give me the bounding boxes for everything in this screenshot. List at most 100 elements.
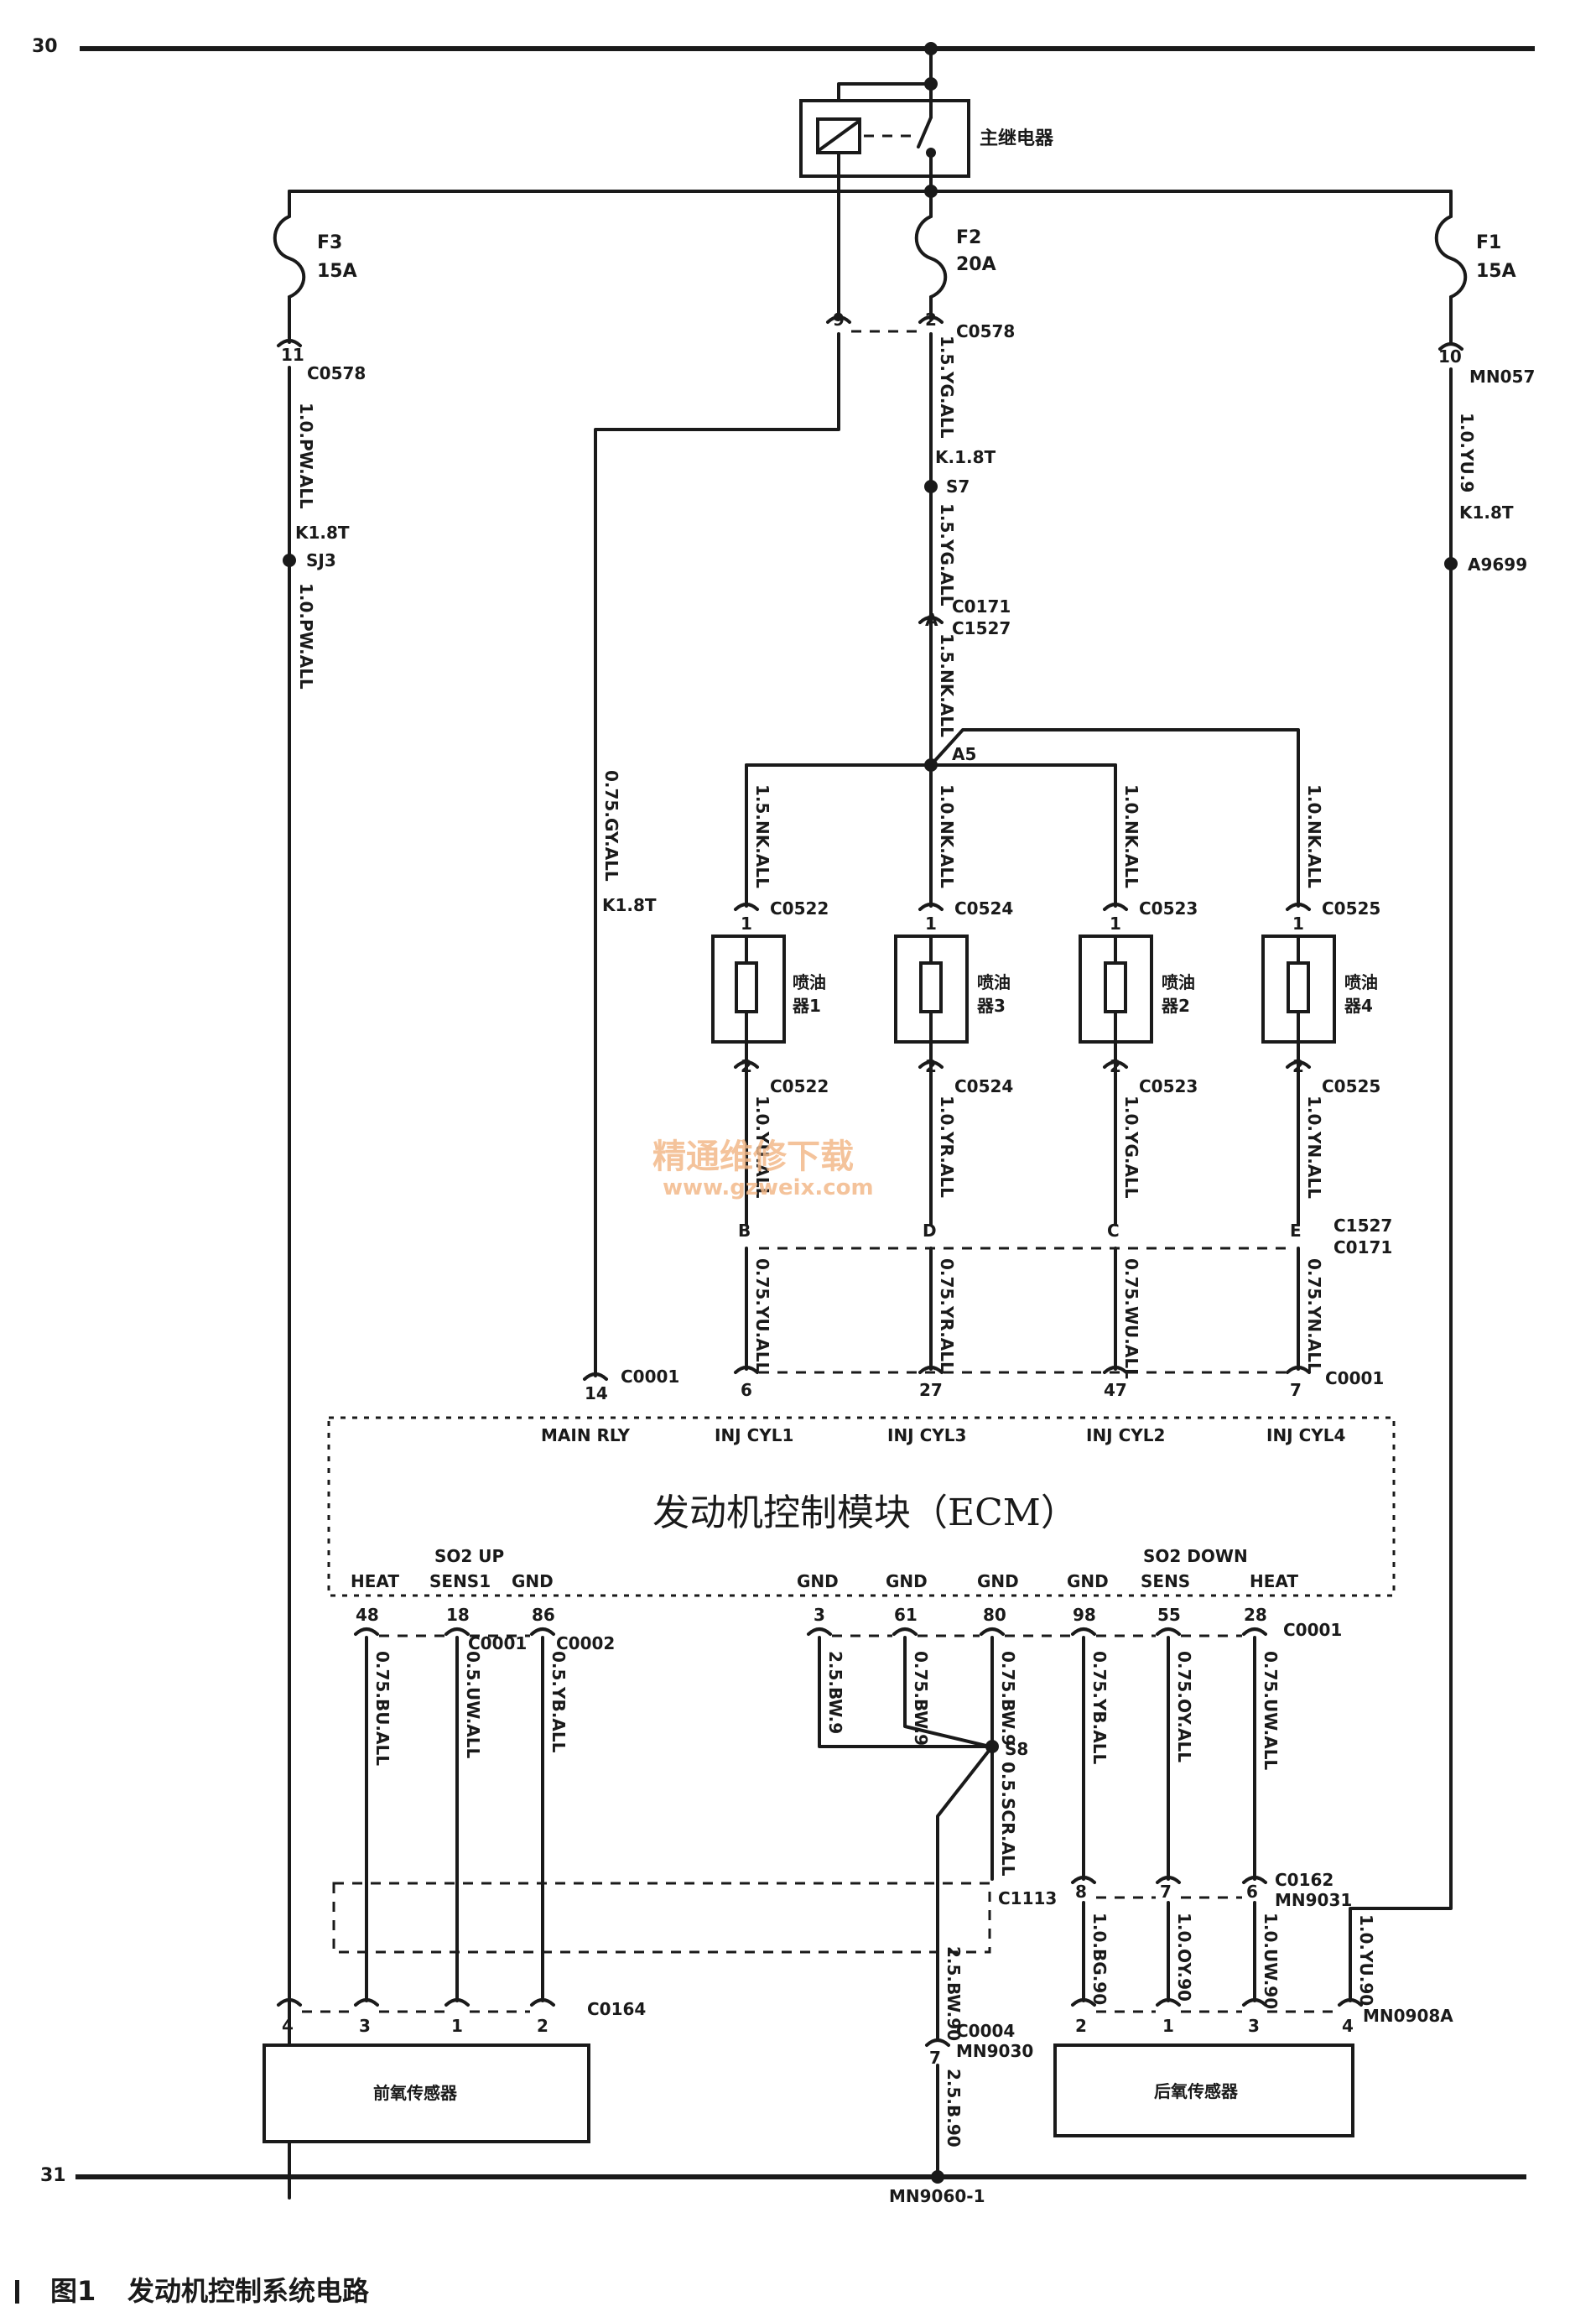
bus-30: 30 xyxy=(32,36,1535,57)
ground-point-label: MN9060-1 xyxy=(889,2186,985,2206)
gnd-wire-2 xyxy=(903,1636,991,1748)
svg-text:A: A xyxy=(925,610,938,630)
svg-text:1.0.UW.90: 1.0.UW.90 xyxy=(1261,1913,1281,2009)
svg-text:C0578: C0578 xyxy=(307,363,366,383)
injector-2: 1 C0523 1.0.NK.ALL 喷油 器2 2 C0523 1.0.YG.… xyxy=(1079,784,1198,1400)
svg-text:K1.8T: K1.8T xyxy=(1459,502,1514,523)
svg-text:0.75.YU.ALL: 0.75.YU.ALL xyxy=(752,1258,772,1372)
svg-text:47: 47 xyxy=(1104,1380,1127,1400)
svg-text:1: 1 xyxy=(1162,2016,1174,2036)
svg-text:7: 7 xyxy=(1160,1882,1172,1902)
svg-text:4: 4 xyxy=(282,2016,294,2036)
splice-s7 xyxy=(924,480,938,493)
relay-label: 主继电器 xyxy=(980,128,1054,149)
svg-text:C0001: C0001 xyxy=(1325,1368,1384,1388)
svg-text:0.75.WU.ALL: 0.75.WU.ALL xyxy=(1121,1258,1141,1379)
svg-text:1: 1 xyxy=(925,914,937,934)
injector-4: 1 C0525 1.0.NK.ALL 喷油 器4 2 C0525 1.0.YN.… xyxy=(1261,784,1380,1400)
svg-text:F1: F1 xyxy=(1476,232,1501,253)
svg-text:C0525: C0525 xyxy=(1322,898,1380,919)
injector-3: 1 C0524 1.0.NK.ALL 喷油 器3 2 C0524 1.0.YR.… xyxy=(894,784,1013,1400)
bus-31: 31 xyxy=(40,2165,1526,2186)
svg-text:11: 11 xyxy=(281,345,304,365)
svg-text:INJ CYL2: INJ CYL2 xyxy=(1086,1425,1165,1445)
injector-1: 1 C0522 1.5.NK.ALL 喷油 器1 2 C0522 1.0.YU.… xyxy=(711,784,829,1400)
splice-sj3 xyxy=(283,554,296,567)
svg-text:0.75.YR.ALL: 0.75.YR.ALL xyxy=(937,1258,957,1372)
svg-text:80: 80 xyxy=(983,1605,1006,1625)
svg-text:0.75.YN.ALL: 0.75.YN.ALL xyxy=(1304,1258,1324,1373)
svg-text:喷油: 喷油 xyxy=(1344,972,1378,992)
svg-text:SENS1: SENS1 xyxy=(429,1571,491,1591)
svg-text:1.0.BG.90: 1.0.BG.90 xyxy=(1089,1913,1110,2005)
svg-text:1.0.NK.ALL: 1.0.NK.ALL xyxy=(937,784,957,888)
svg-text:2.5.B.90: 2.5.B.90 xyxy=(944,2069,964,2148)
svg-text:1.0.YN.ALL: 1.0.YN.ALL xyxy=(1304,1096,1324,1199)
svg-text:K.1.8T: K.1.8T xyxy=(935,447,996,467)
svg-text:2.5.BW.90: 2.5.BW.90 xyxy=(944,1946,964,2041)
watermark-title: 精通维修下载 xyxy=(652,1138,854,1176)
svg-text:0.5.UW.ALL: 0.5.UW.ALL xyxy=(463,1651,483,1759)
svg-text:GND: GND xyxy=(1067,1571,1109,1591)
svg-text:0.75.BW.9: 0.75.BW.9 xyxy=(911,1651,931,1746)
svg-text:1: 1 xyxy=(1110,914,1121,934)
svg-text:1.5.YG.ALL: 1.5.YG.ALL xyxy=(937,503,957,607)
svg-text:1.0.PW.ALL: 1.0.PW.ALL xyxy=(296,583,316,690)
svg-text:15A: 15A xyxy=(317,261,357,282)
svg-text:INJ CYL4: INJ CYL4 xyxy=(1266,1425,1345,1445)
svg-text:10: 10 xyxy=(1438,346,1462,367)
svg-text:C0525: C0525 xyxy=(1322,1076,1380,1096)
svg-text:2: 2 xyxy=(1075,2016,1087,2036)
svg-text:HEAT: HEAT xyxy=(1250,1571,1298,1591)
svg-text:3: 3 xyxy=(359,2016,371,2036)
svg-text:61: 61 xyxy=(894,1605,918,1625)
svg-text:1: 1 xyxy=(741,914,752,934)
svg-text:6: 6 xyxy=(1246,1882,1258,1902)
svg-text:7: 7 xyxy=(929,2048,941,2068)
svg-text:GND: GND xyxy=(977,1571,1019,1591)
svg-text:20A: 20A xyxy=(956,254,996,275)
svg-text:S8: S8 xyxy=(1005,1739,1028,1759)
svg-text:C0522: C0522 xyxy=(770,1076,829,1096)
svg-text:喷油: 喷油 xyxy=(793,972,826,992)
svg-text:MAIN RLY: MAIN RLY xyxy=(541,1425,631,1445)
svg-text:C0164: C0164 xyxy=(587,1999,646,2019)
svg-text:B: B xyxy=(738,1221,751,1241)
svg-text:MN9031: MN9031 xyxy=(1275,1890,1352,1910)
bus-31-label: 31 xyxy=(40,2165,66,2186)
svg-text:C1113: C1113 xyxy=(998,1888,1057,1908)
svg-text:9: 9 xyxy=(833,310,845,330)
bus-30-label: 30 xyxy=(32,36,58,57)
svg-text:0.5.YB.ALL: 0.5.YB.ALL xyxy=(548,1651,569,1753)
svg-text:C: C xyxy=(1107,1221,1120,1241)
svg-text:SO2 DOWN: SO2 DOWN xyxy=(1143,1546,1248,1566)
svg-text:C0171: C0171 xyxy=(952,596,1011,617)
gnd-wire-1 xyxy=(818,1636,991,1748)
svg-text:E: E xyxy=(1290,1221,1302,1241)
svg-text:器4: 器4 xyxy=(1344,996,1373,1016)
svg-text:0.75.OY.ALL: 0.75.OY.ALL xyxy=(1174,1651,1194,1762)
svg-text:18: 18 xyxy=(446,1605,470,1625)
svg-text:2.5.BW.9: 2.5.BW.9 xyxy=(825,1651,845,1734)
fuse-f2: F2 20A xyxy=(914,190,996,320)
svg-text:2: 2 xyxy=(925,310,937,330)
svg-text:C1527: C1527 xyxy=(952,618,1011,638)
svg-text:14: 14 xyxy=(585,1383,608,1403)
svg-text:C0524: C0524 xyxy=(954,1076,1013,1096)
svg-text:SENS: SENS xyxy=(1141,1571,1190,1591)
svg-text:1.0.NK.ALL: 1.0.NK.ALL xyxy=(1121,784,1141,888)
svg-text:后氧传感器: 后氧传感器 xyxy=(1154,2081,1239,2101)
svg-text:C0001: C0001 xyxy=(621,1367,679,1387)
svg-text:1.5.YG.ALL: 1.5.YG.ALL xyxy=(937,336,957,439)
svg-text:C0522: C0522 xyxy=(770,898,829,919)
svg-text:0.75.BU.ALL: 0.75.BU.ALL xyxy=(372,1651,393,1766)
svg-text:27: 27 xyxy=(919,1380,943,1400)
svg-text:4: 4 xyxy=(1342,2016,1354,2036)
svg-text:前氧传感器: 前氧传感器 xyxy=(373,2083,458,2103)
svg-text:C0523: C0523 xyxy=(1139,1076,1198,1096)
svg-text:C0001: C0001 xyxy=(468,1633,527,1653)
svg-text:1.5.NK.ALL: 1.5.NK.ALL xyxy=(752,784,772,888)
svg-text:器2: 器2 xyxy=(1161,996,1190,1016)
svg-text:MN057: MN057 xyxy=(1469,367,1535,387)
front-o2-sensor: 4 3 1 2 C0164 前氧传感器 xyxy=(263,1998,646,2143)
